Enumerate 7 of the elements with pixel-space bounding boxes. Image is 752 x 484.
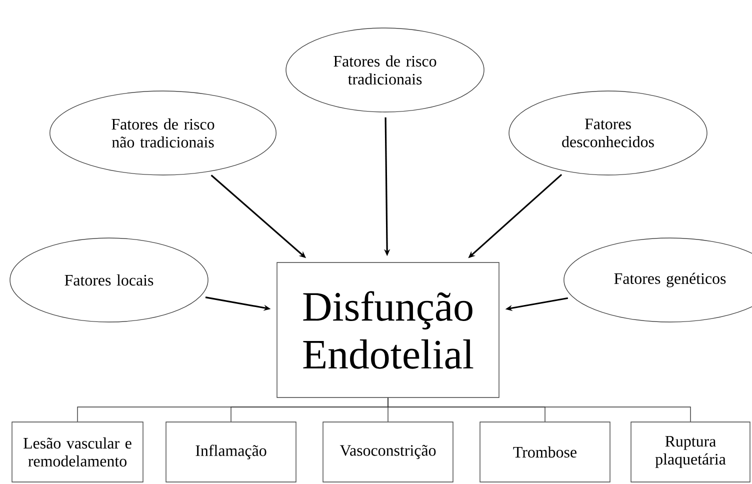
outcome-box: Lesão vascular e remodelamento: [12, 422, 144, 482]
connector-line: [388, 398, 691, 422]
central-box: Disfunção Endotelial: [276, 262, 500, 398]
outcome-box: Vasoconstrição: [322, 422, 454, 482]
outcome-box: Ruptura plaquetária: [630, 422, 750, 482]
outcome-box: Trombose: [480, 422, 610, 482]
outcome-box: Inflamação: [166, 422, 296, 482]
